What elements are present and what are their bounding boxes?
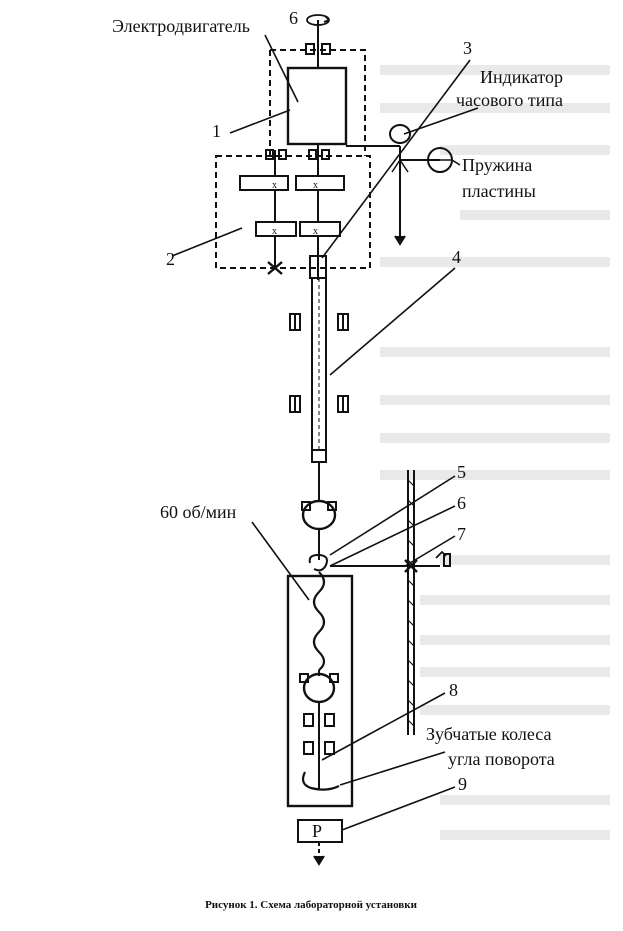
svg-text:x: x	[272, 180, 277, 191]
label-motor: Электродвигатель	[112, 16, 250, 36]
label-indicator-1: Индикатор	[480, 67, 563, 87]
indicator-dial-small	[389, 124, 411, 144]
label-number-5: 5	[457, 462, 466, 482]
label-number-3: 3	[463, 38, 472, 58]
indicator-assembly	[346, 124, 453, 246]
label-spring-2: пластины	[462, 181, 536, 201]
gearbox: x x x x	[215, 144, 371, 280]
label-number-2: 2	[166, 249, 175, 269]
label-number-1: 1	[212, 121, 221, 141]
spring-coil	[308, 553, 328, 572]
label-box-p: P	[312, 821, 322, 841]
motor-body	[286, 66, 348, 146]
upper-pulley	[301, 499, 337, 531]
upper-gear-right	[295, 175, 345, 191]
label-gears-2: угла поворота	[448, 749, 555, 769]
lower-housing	[286, 574, 354, 808]
rotation-arrow-icon	[306, 14, 330, 26]
motor-unit	[269, 20, 366, 156]
bottom-box	[297, 819, 343, 866]
label-top-number: 6	[289, 8, 298, 28]
labels: Электродвигатель 6 1 2 3 Индикатор часов…	[112, 8, 563, 841]
leader-lines	[171, 34, 479, 831]
upper-gear-left	[239, 175, 289, 191]
svg-text:x: x	[272, 226, 277, 237]
label-gears-1: Зубчатые колеса	[426, 724, 552, 744]
label-number-4: 4	[452, 247, 461, 267]
label-number-8: 8	[449, 680, 458, 700]
motor-dashed-housing	[269, 49, 366, 156]
label-speed: 60 об/мин	[160, 502, 237, 522]
figure-caption: Рисунок 1. Схема лабораторной установки	[205, 899, 418, 911]
helical-spring	[312, 571, 326, 671]
svg-text:x: x	[313, 180, 318, 191]
worm-coupling	[301, 499, 337, 572]
label-spring-1: Пружина	[462, 155, 532, 175]
label-number-6: 6	[457, 493, 466, 513]
long-shaft	[289, 278, 349, 500]
label-number-9: 9	[458, 774, 467, 794]
label-indicator-2: часового типа	[456, 90, 563, 110]
lower-casing	[286, 571, 354, 808]
gearbox-dashed-housing	[215, 155, 371, 269]
label-number-7: 7	[457, 524, 466, 544]
angle-gear-hook	[301, 771, 340, 791]
lower-gear-right	[299, 221, 341, 237]
background-text-lines	[380, 65, 610, 840]
svg-text:x: x	[313, 226, 318, 237]
